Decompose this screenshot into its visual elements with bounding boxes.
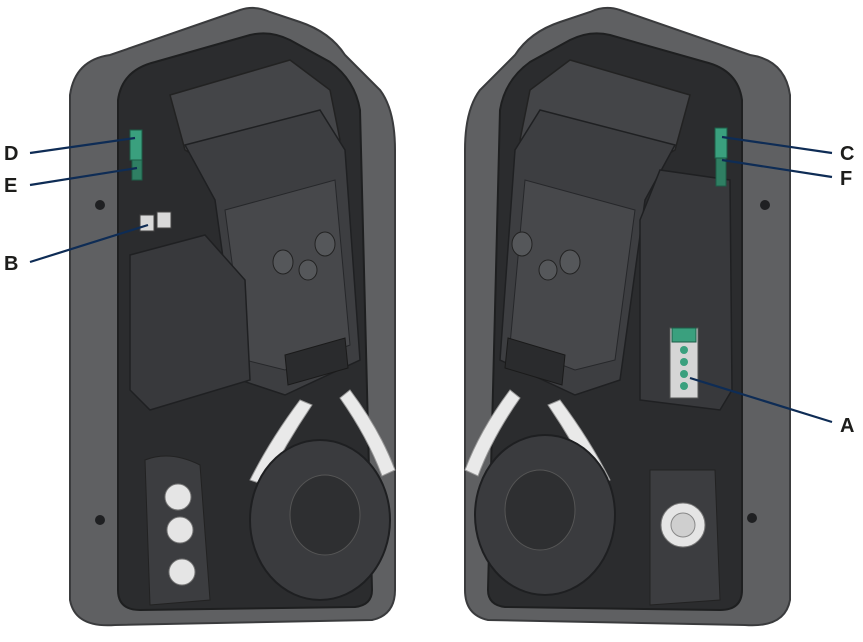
right-module-face <box>509 179 636 371</box>
leader-a <box>689 376 833 424</box>
callout-e: E <box>4 175 17 197</box>
left-slot <box>284 337 349 386</box>
left-knob-1 <box>272 249 294 275</box>
left-knob-3 <box>298 259 318 281</box>
right-socket-inner <box>504 469 576 551</box>
right-terminal-1 <box>680 346 688 354</box>
right-terminal-3 <box>680 370 688 378</box>
leader-e <box>29 166 138 187</box>
right-connector-f <box>715 157 727 187</box>
right-knob-2 <box>559 249 581 275</box>
right-gland-1-inner <box>670 512 696 538</box>
left-strap-2 <box>339 389 396 477</box>
right-unit <box>464 6 791 627</box>
right-knob-1 <box>511 231 533 257</box>
left-unit <box>69 6 396 627</box>
callout-f: F <box>840 168 852 190</box>
leader-c <box>721 135 833 155</box>
left-connector-e <box>131 159 143 181</box>
right-knob-3 <box>538 259 558 281</box>
callout-c: C <box>840 143 854 165</box>
left-gland-1 <box>164 483 192 511</box>
left-side-box <box>129 234 251 411</box>
left-connector-d <box>129 129 143 161</box>
right-slot <box>504 337 566 386</box>
left-rj45-port-1 <box>139 214 155 232</box>
leader-f <box>721 158 833 179</box>
callouts: D E B C F A <box>4 135 854 437</box>
leader-d <box>29 136 136 155</box>
left-rj45-port-2 <box>156 211 172 229</box>
right-connector-c <box>714 127 728 159</box>
left-socket-inner <box>289 474 361 556</box>
left-gland-3 <box>168 558 196 586</box>
left-screw-2 <box>95 515 105 525</box>
left-screw-1 <box>95 200 105 210</box>
callout-d: D <box>4 143 18 165</box>
right-strap-1 <box>464 389 521 477</box>
left-gland-2 <box>166 516 194 544</box>
leader-b <box>29 223 149 264</box>
callout-a: A <box>840 415 854 437</box>
right-terminal-cap <box>671 327 697 343</box>
left-knob-2 <box>314 231 336 257</box>
right-terminal-2 <box>680 358 688 366</box>
callout-b: B <box>4 253 18 275</box>
right-screw-2 <box>747 513 757 523</box>
right-terminal-4 <box>680 382 688 390</box>
right-screw-1 <box>760 200 770 210</box>
